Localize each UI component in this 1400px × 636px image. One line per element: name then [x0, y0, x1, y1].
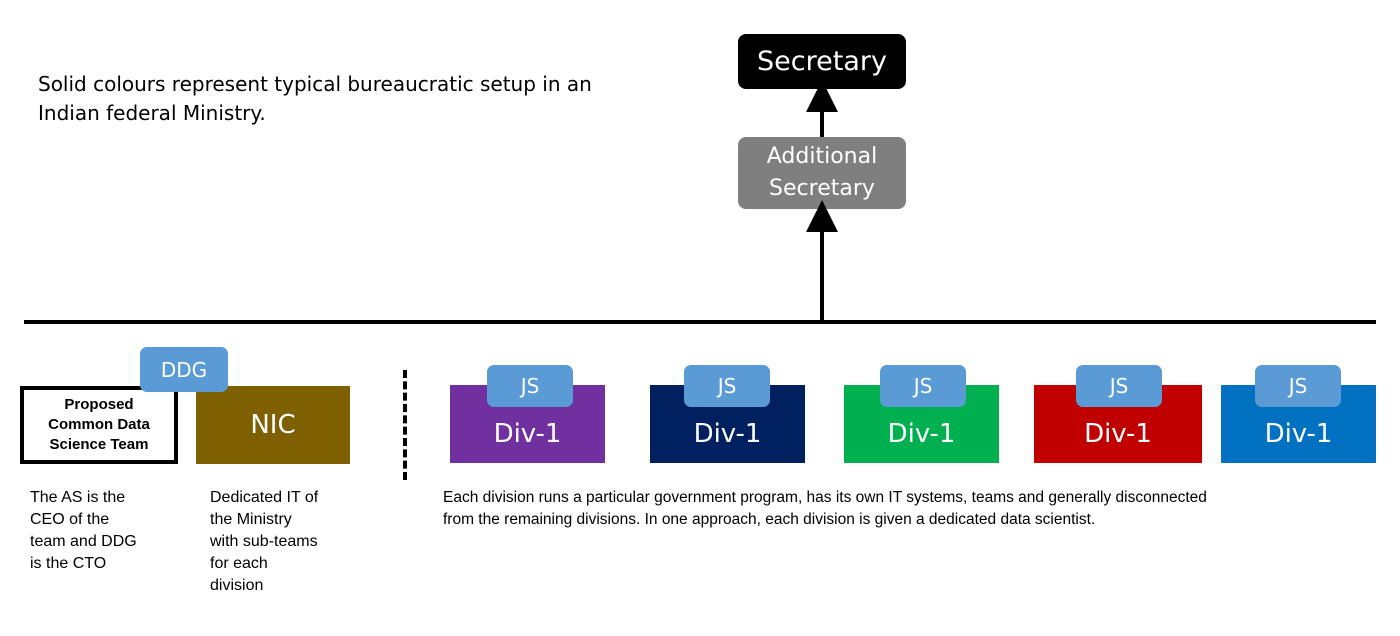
proposed-line3: Science Team: [49, 436, 149, 453]
intro-text: Solid colours represent typical bureaucr…: [38, 72, 592, 125]
js-box-4: JS: [1076, 365, 1162, 407]
additional-secretary-line2: Secretary: [769, 176, 875, 201]
nic-note-line: the Ministry: [210, 511, 292, 528]
nic-note-line: Dedicated IT of: [210, 489, 319, 506]
nic-note-line: division: [210, 577, 264, 594]
nic-box: NIC: [196, 386, 350, 464]
proposed-note: The AS is the CEO of the team and DDG is…: [30, 487, 190, 575]
proposed-note-line: is the CTO: [30, 555, 107, 572]
divisions-note: Each division runs a particular governme…: [443, 487, 1388, 531]
js-box-5: JS: [1255, 365, 1341, 407]
horizontal-divider: [24, 320, 1376, 324]
dashed-separator: [403, 370, 407, 480]
divisions-note-line: Each division runs a particular governme…: [443, 489, 1207, 506]
additional-secretary-box: Additional Secretary: [738, 137, 906, 209]
proposed-note-line: The AS is the: [30, 489, 126, 506]
nic-note: Dedicated IT of the Ministry with sub-te…: [210, 487, 380, 597]
divisions-note-line: from the remaining divisions. In one app…: [443, 511, 1096, 528]
js-box-2: JS: [684, 365, 770, 407]
additional-secretary-line1: Additional: [766, 144, 878, 169]
proposed-team-box: Proposed Common Data Science Team: [20, 386, 178, 464]
proposed-line1: Proposed: [64, 396, 134, 413]
ddg-box: DDG: [140, 347, 228, 392]
proposed-line2: Common Data: [48, 416, 150, 433]
nic-note-line: with sub-teams: [210, 533, 318, 550]
proposed-note-line: CEO of the: [30, 511, 110, 528]
js-box-1: JS: [487, 365, 573, 407]
js-box-3: JS: [880, 365, 966, 407]
proposed-note-line: team and DDG: [30, 533, 137, 550]
secretary-box: Secretary: [738, 34, 906, 89]
nic-note-line: for each: [210, 555, 268, 572]
